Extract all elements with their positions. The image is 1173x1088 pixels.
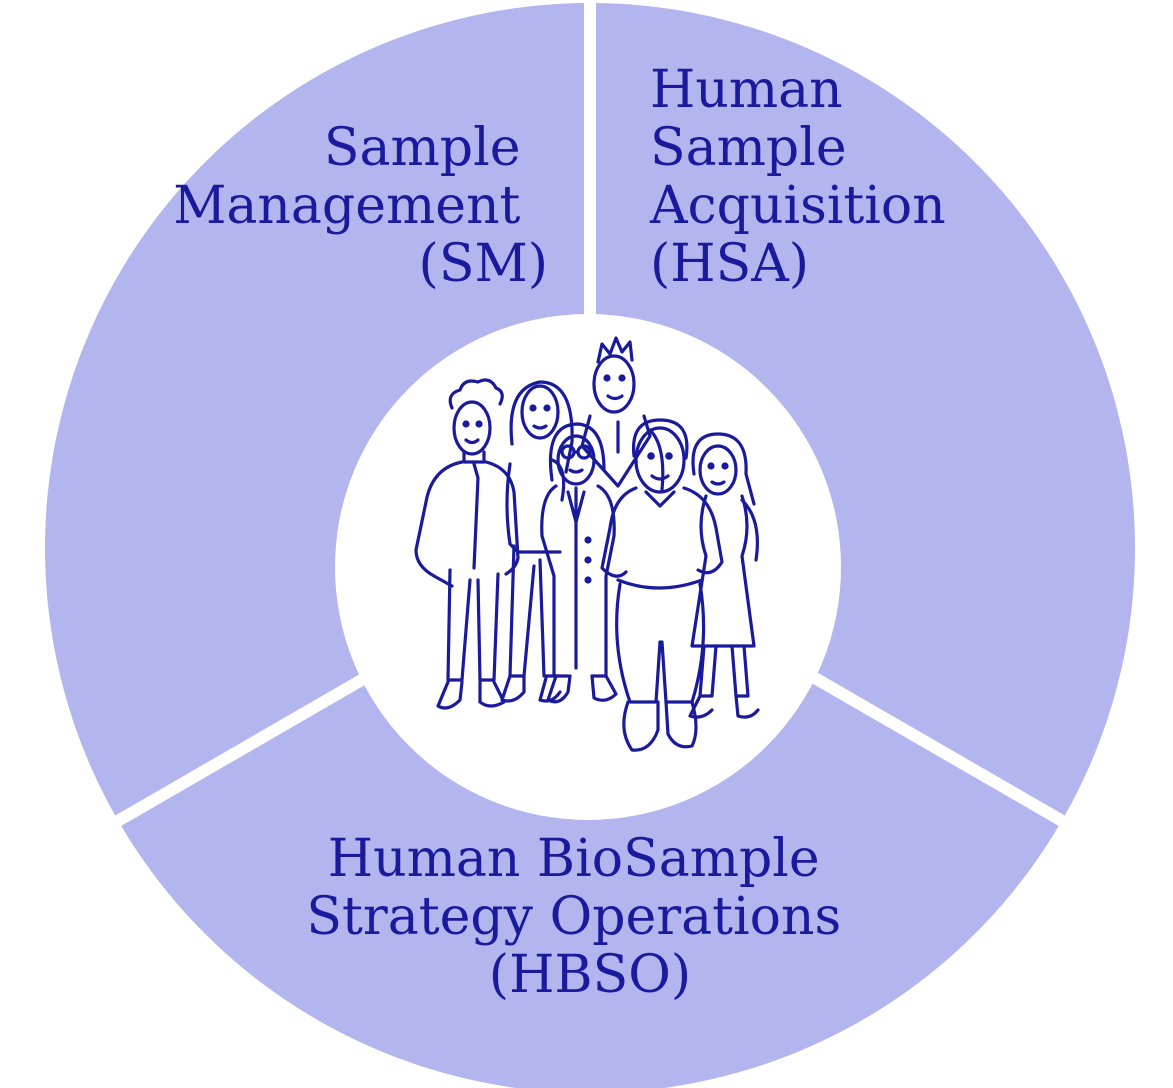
person-curly-man [414, 378, 520, 710]
segment-label-hsa: Human Sample Acquisition (HSA) [649, 60, 962, 294]
segment-label-sm-line: Sample [324, 118, 521, 178]
person-polo-man [600, 418, 724, 752]
center-hub [335, 314, 841, 820]
team-of-people-icon [414, 336, 760, 752]
person-ponytail-woman [688, 432, 760, 719]
person-spiky-hair-man [580, 336, 665, 492]
segment-label-hbso: Human BioSample Strategy Operations (HBS… [306, 829, 857, 1005]
person-long-hair-woman [500, 380, 574, 703]
segment-label-hsa-line: Sample [650, 118, 847, 178]
segment-label-sm-line: Management [173, 176, 520, 236]
segment-label-sm: Sample Management (SM) [173, 118, 548, 294]
segment-label-hsa-line: Human [650, 60, 843, 120]
segment-label-hsa-line: Acquisition [649, 176, 946, 236]
segment-label-hsa-line: (HSA) [650, 234, 809, 294]
segment-label-hbso-line: (HBSO) [489, 945, 691, 1005]
segment-label-hbso-line: Strategy Operations [306, 887, 841, 947]
segment-label-sm-line: (SM) [419, 234, 548, 294]
segment-label-hbso-line: Human BioSample [328, 829, 820, 889]
